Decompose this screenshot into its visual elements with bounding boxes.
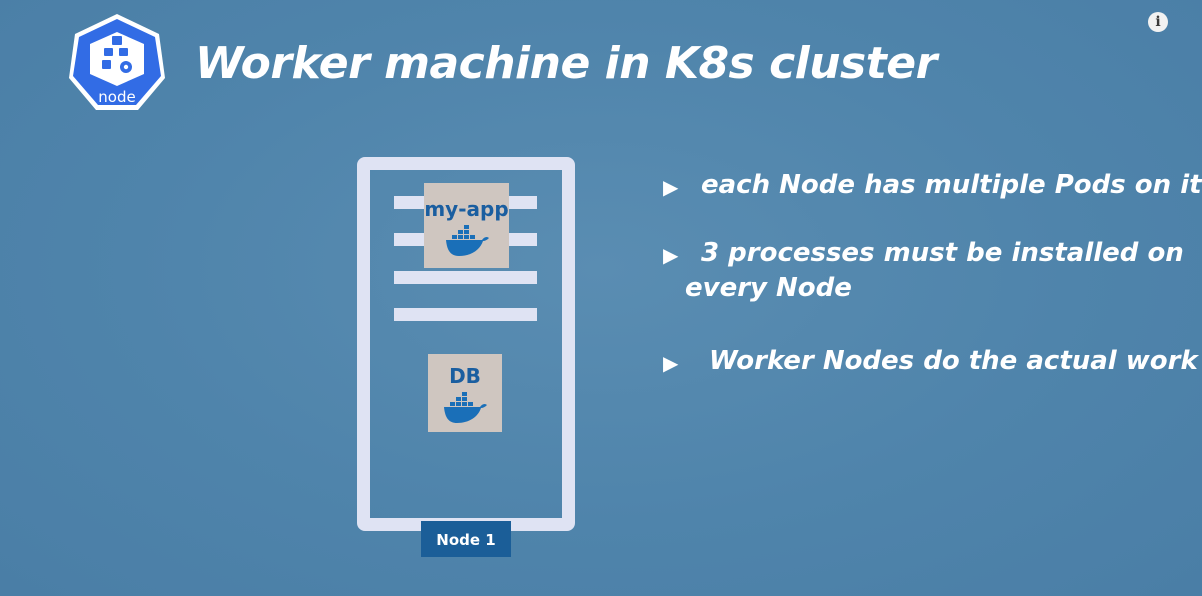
play-arrow-icon: ▶ [663,243,679,267]
rack-bar [394,271,537,284]
rack-bar [394,308,537,321]
page-title: Worker machine in K8s cluster [195,38,937,89]
docker-whale-icon [446,225,489,256]
bullet-text-continued: every Node [685,273,852,303]
bullet-text: each Node has multiple Pods on it [701,170,1202,200]
bullet-text: Worker Nodes do the actual work [709,346,1198,376]
node-label: Node 1 [421,521,511,557]
play-arrow-icon: ▶ [663,175,679,199]
container-db: DB [428,354,502,432]
bullet-text: 3 processes must be installed on [701,238,1184,268]
container-my-app: my-app [424,183,509,268]
play-arrow-icon: ▶ [663,351,679,375]
container-label: my-app [424,197,509,221]
container-label: DB [449,364,481,388]
logo-label: node [98,88,135,106]
docker-whale-icon [444,392,487,423]
info-icon[interactable]: i [1148,12,1168,32]
node-logo: node [66,12,168,114]
kubernetes-node-icon: node [69,14,165,110]
